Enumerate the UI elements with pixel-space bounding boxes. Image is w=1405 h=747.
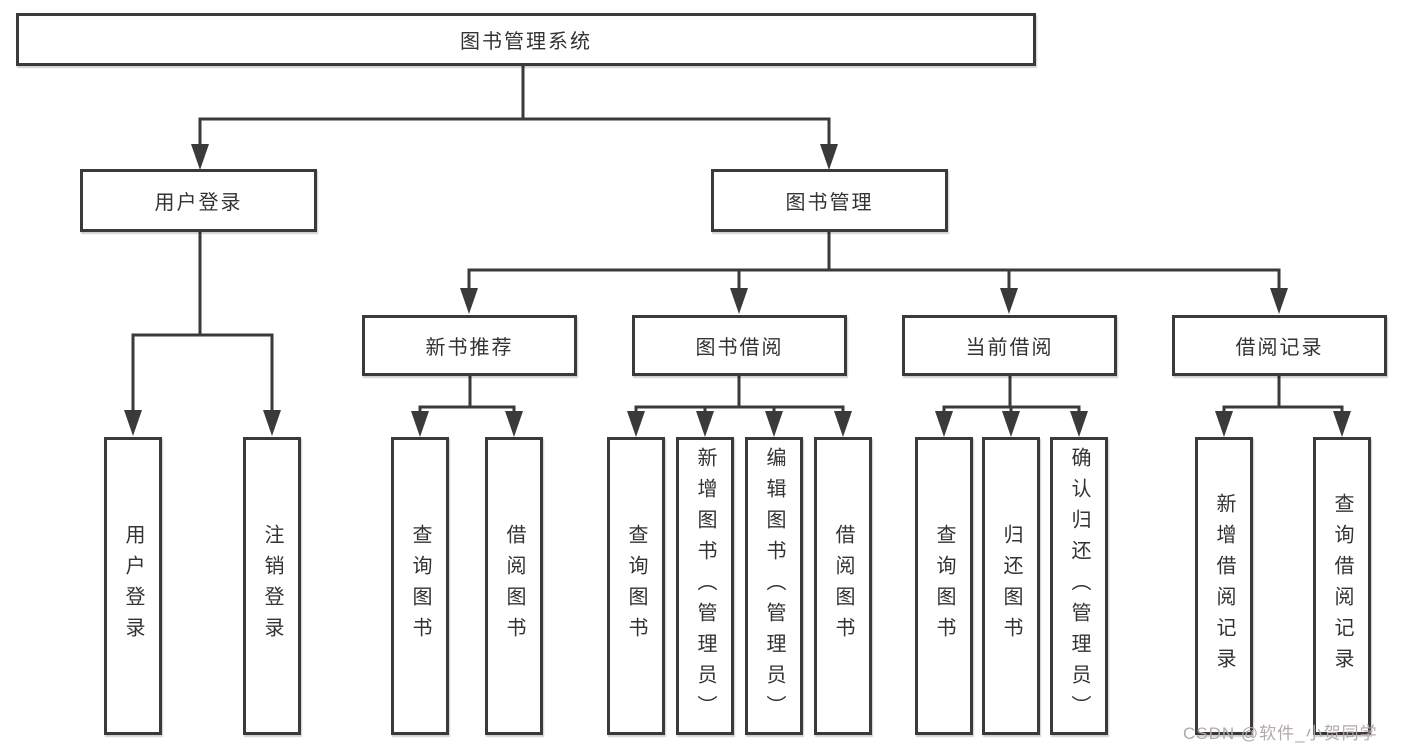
leaf-query-borrow-record: 查询借阅记录 — [1313, 437, 1371, 735]
leaf-add-book-admin: 新增图书（管理员） — [676, 437, 734, 735]
node-book-borrowing: 图书借阅 — [632, 315, 847, 376]
leaf-query-books-current: 查询图书 — [915, 437, 973, 735]
csdn-watermark: CSDN @软件_小贺同学 — [1183, 724, 1378, 743]
connector-user-login-children — [131, 232, 274, 412]
leaf-edit-book-admin: 编辑图书（管理员） — [745, 437, 803, 735]
node-root-system: 图书管理系统 — [16, 13, 1036, 66]
node-current-borrowing: 当前借阅 — [902, 315, 1117, 376]
connector-current-borrow-children — [942, 376, 1081, 413]
connector-book-mgmt-to-level3 — [467, 232, 1281, 290]
node-book-management: 图书管理 — [711, 169, 948, 232]
node-new-book-recommend: 新书推荐 — [362, 315, 577, 376]
leaf-logout: 注销登录 — [243, 437, 301, 735]
connector-root-to-level2 — [198, 66, 831, 146]
node-borrowing-records: 借阅记录 — [1172, 315, 1387, 376]
leaf-borrow-books: 借阅图书 — [814, 437, 872, 735]
leaf-query-books-borrowing: 查询图书 — [607, 437, 665, 735]
node-user-login: 用户登录 — [80, 169, 317, 232]
leaf-add-borrow-record: 新增借阅记录 — [1195, 437, 1253, 735]
leaf-return-books: 归还图书 — [982, 437, 1040, 735]
connector-book-borrow-children — [634, 376, 845, 413]
connector-new-book-children — [418, 376, 516, 413]
leaf-borrow-books-recommend: 借阅图书 — [485, 437, 543, 735]
leaf-user-login: 用户登录 — [104, 437, 162, 735]
leaf-query-books-recommend: 查询图书 — [391, 437, 449, 735]
connector-borrow-records-children — [1222, 376, 1344, 413]
leaf-confirm-return-admin: 确认归还（管理员） — [1050, 437, 1108, 735]
